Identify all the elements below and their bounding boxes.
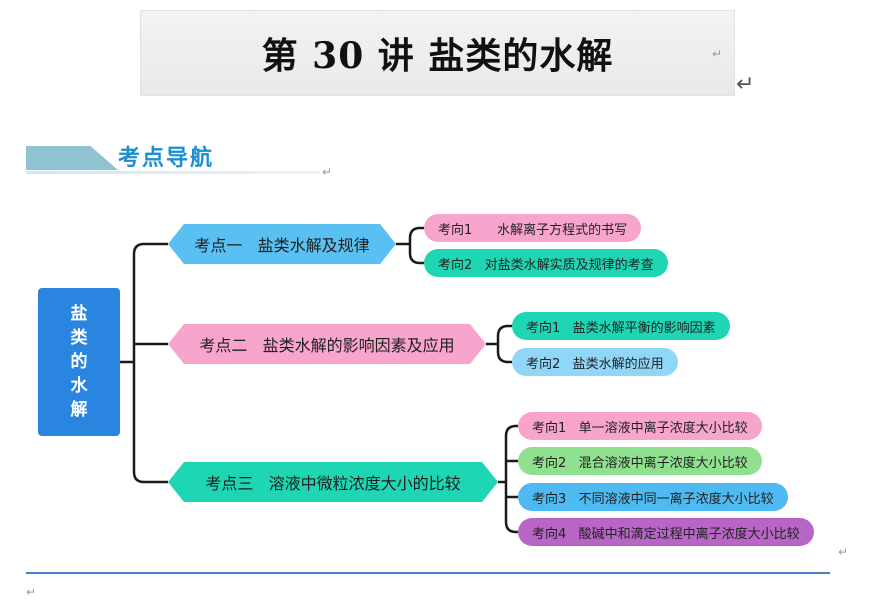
- subtopic-label: 考向1 单一溶液中离子浓度大小比较: [532, 420, 748, 436]
- page-title: 第 30 讲 盐类的水解: [261, 35, 614, 77]
- paragraph-mark: ↵: [26, 585, 37, 599]
- root-label: 盐类的水解: [70, 304, 88, 420]
- paragraph-mark: ↵: [838, 545, 849, 559]
- topic-label: 考点三 溶液中微粒浓度大小的比较: [205, 474, 461, 493]
- section-title: 考点导航: [118, 146, 215, 171]
- mindmap-root: 盐类的水解: [38, 288, 120, 436]
- subtopic-label: 考向1 水解离子方程式的书写: [438, 222, 628, 238]
- topic-node: 考点一 盐类水解及规律: [168, 224, 396, 264]
- subtopic-pill: 考向2 盐类水解的应用: [512, 348, 678, 376]
- topic-label: 考点二 盐类水解的影响因素及应用: [199, 336, 455, 355]
- subtopic-pill: 考向1 水解离子方程式的书写: [424, 214, 642, 242]
- subtopic-label: 考向2 盐类水解的应用: [526, 356, 664, 372]
- connector-topic3-trunk: [504, 424, 517, 534]
- paragraph-mark: ↵: [322, 165, 333, 179]
- bottom-rule: [26, 572, 830, 574]
- topic-node: 考点二 盐类水解的影响因素及应用: [168, 324, 486, 364]
- subtopic-label: 考向2 混合溶液中离子浓度大小比较: [532, 455, 748, 471]
- subtopic-pill: 考向2 混合溶液中离子浓度大小比较: [518, 447, 762, 475]
- subtopic-pill: 考向1 盐类水解平衡的影响因素: [512, 312, 730, 340]
- topic-label: 考点一 盐类水解及规律: [194, 236, 370, 255]
- subtopic-pill: 考向1 单一溶液中离子浓度大小比较: [518, 412, 762, 440]
- subtopic-label: 考向4 酸碱中和滴定过程中离子浓度大小比较: [532, 526, 800, 542]
- subtopic-pill: 考向2 对盐类水解实质及规律的考查: [424, 249, 668, 277]
- connector-topic2-trunk: [496, 324, 509, 364]
- subtopic-label: 考向3 不同溶液中同一离子浓度大小比较: [532, 491, 774, 507]
- subtopic-label: 考向1 盐类水解平衡的影响因素: [526, 320, 716, 336]
- connector-topic1-trunk: [408, 226, 421, 265]
- connector-root-trunk: [132, 242, 145, 484]
- subtopic-label: 考向2 对盐类水解实质及规律的考查: [438, 257, 654, 273]
- title-banner: 第 30 讲 盐类的水解: [140, 10, 735, 96]
- paragraph-mark: ↵: [712, 47, 723, 61]
- section-header: 考点导航: [26, 140, 326, 180]
- topic-node: 考点三 溶液中微粒浓度大小的比较: [168, 462, 498, 502]
- subtopic-pill: 考向4 酸碱中和滴定过程中离子浓度大小比较: [518, 518, 814, 546]
- return-mark: ↵: [736, 72, 755, 97]
- subtopic-pill: 考向3 不同溶液中同一离子浓度大小比较: [518, 483, 788, 511]
- section-underline: [26, 171, 320, 174]
